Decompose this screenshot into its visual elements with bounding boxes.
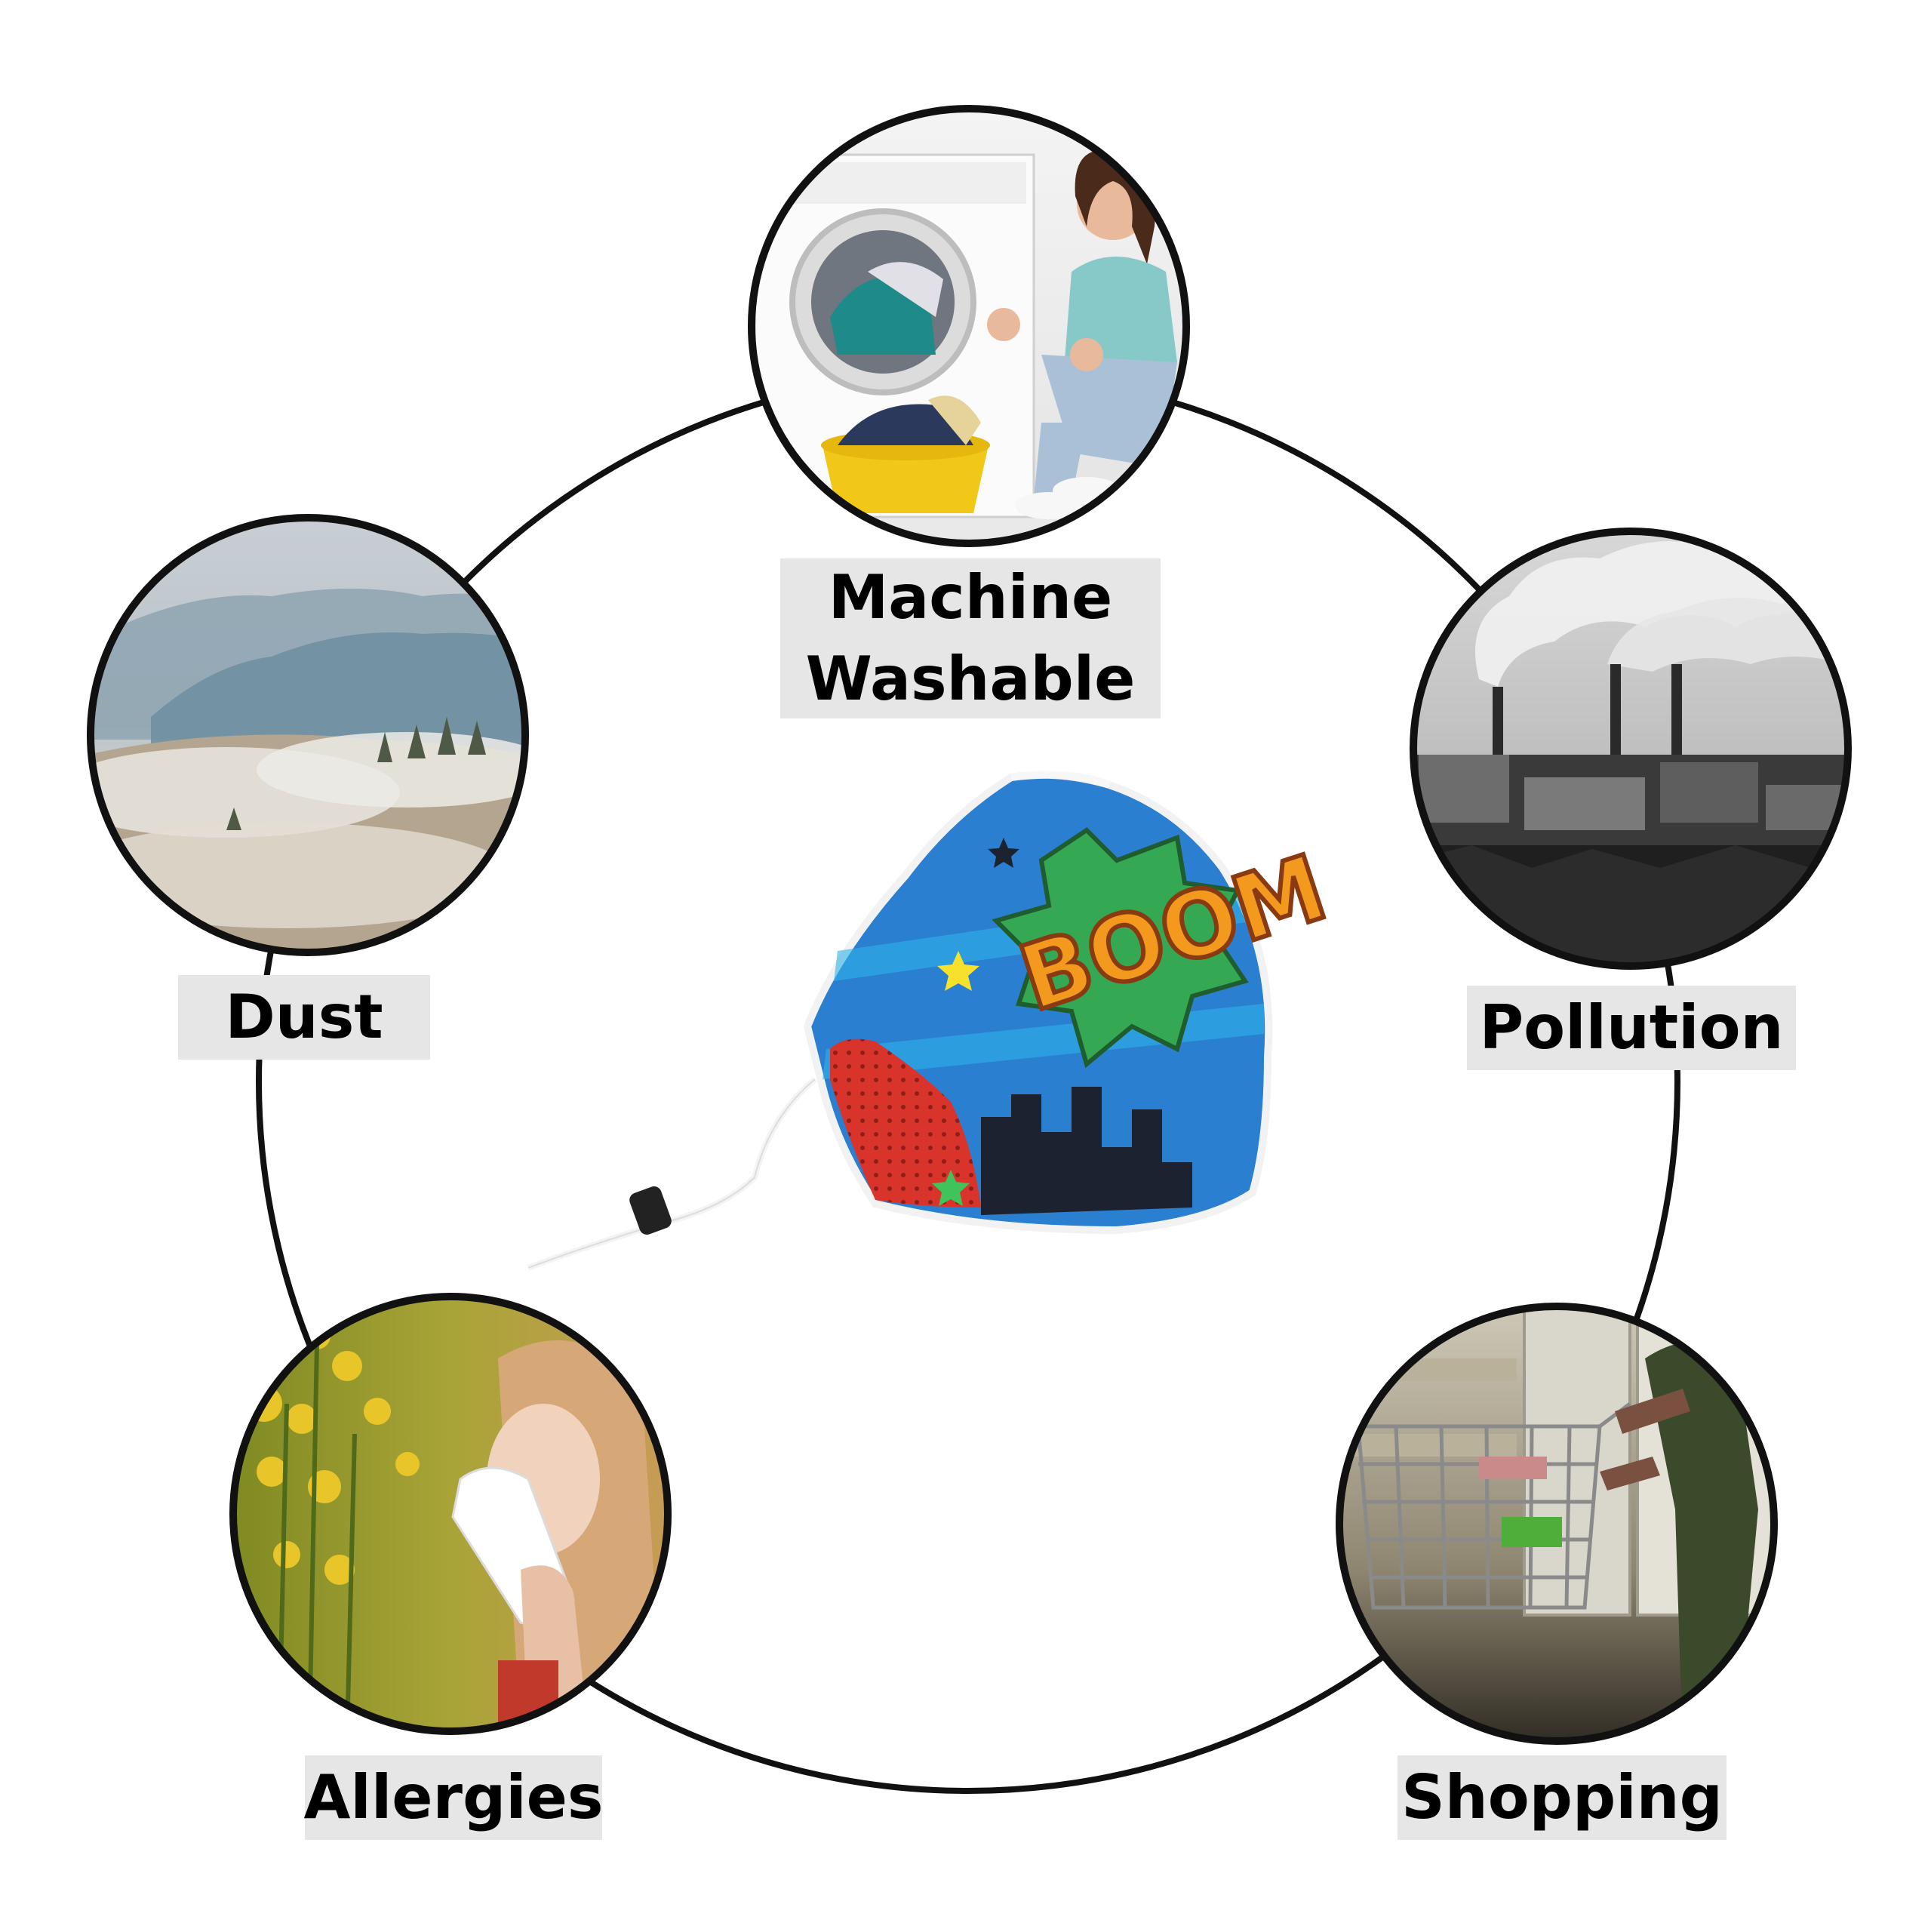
label-dust-text: Dust: [225, 982, 383, 1052]
label-machine-washable-line-1: Machine: [828, 562, 1113, 632]
photo-shopping: [1336, 1303, 1778, 1745]
face-mask-image: BOOM: [527, 771, 1341, 1271]
label-allergies: Allergies: [303, 1755, 604, 1840]
label-pollution: Pollution: [1467, 986, 1796, 1070]
label-shopping: Shopping: [1398, 1755, 1727, 1840]
label-machine-washable-line-2: Washable: [805, 644, 1136, 714]
label-pollution-text: Pollution: [1479, 992, 1784, 1063]
label-allergies-text: Allergies: [303, 1762, 604, 1832]
photo-dust: [87, 514, 529, 956]
label-machine-washable: Machine Washable: [780, 558, 1161, 718]
label-dust: Dust: [178, 975, 430, 1060]
photo-pollution: [1410, 528, 1852, 970]
cord-stopper: [629, 1186, 672, 1235]
photo-allergies: [229, 1293, 672, 1735]
photo-machine-washable: [748, 105, 1190, 547]
label-shopping-text: Shopping: [1401, 1762, 1723, 1832]
